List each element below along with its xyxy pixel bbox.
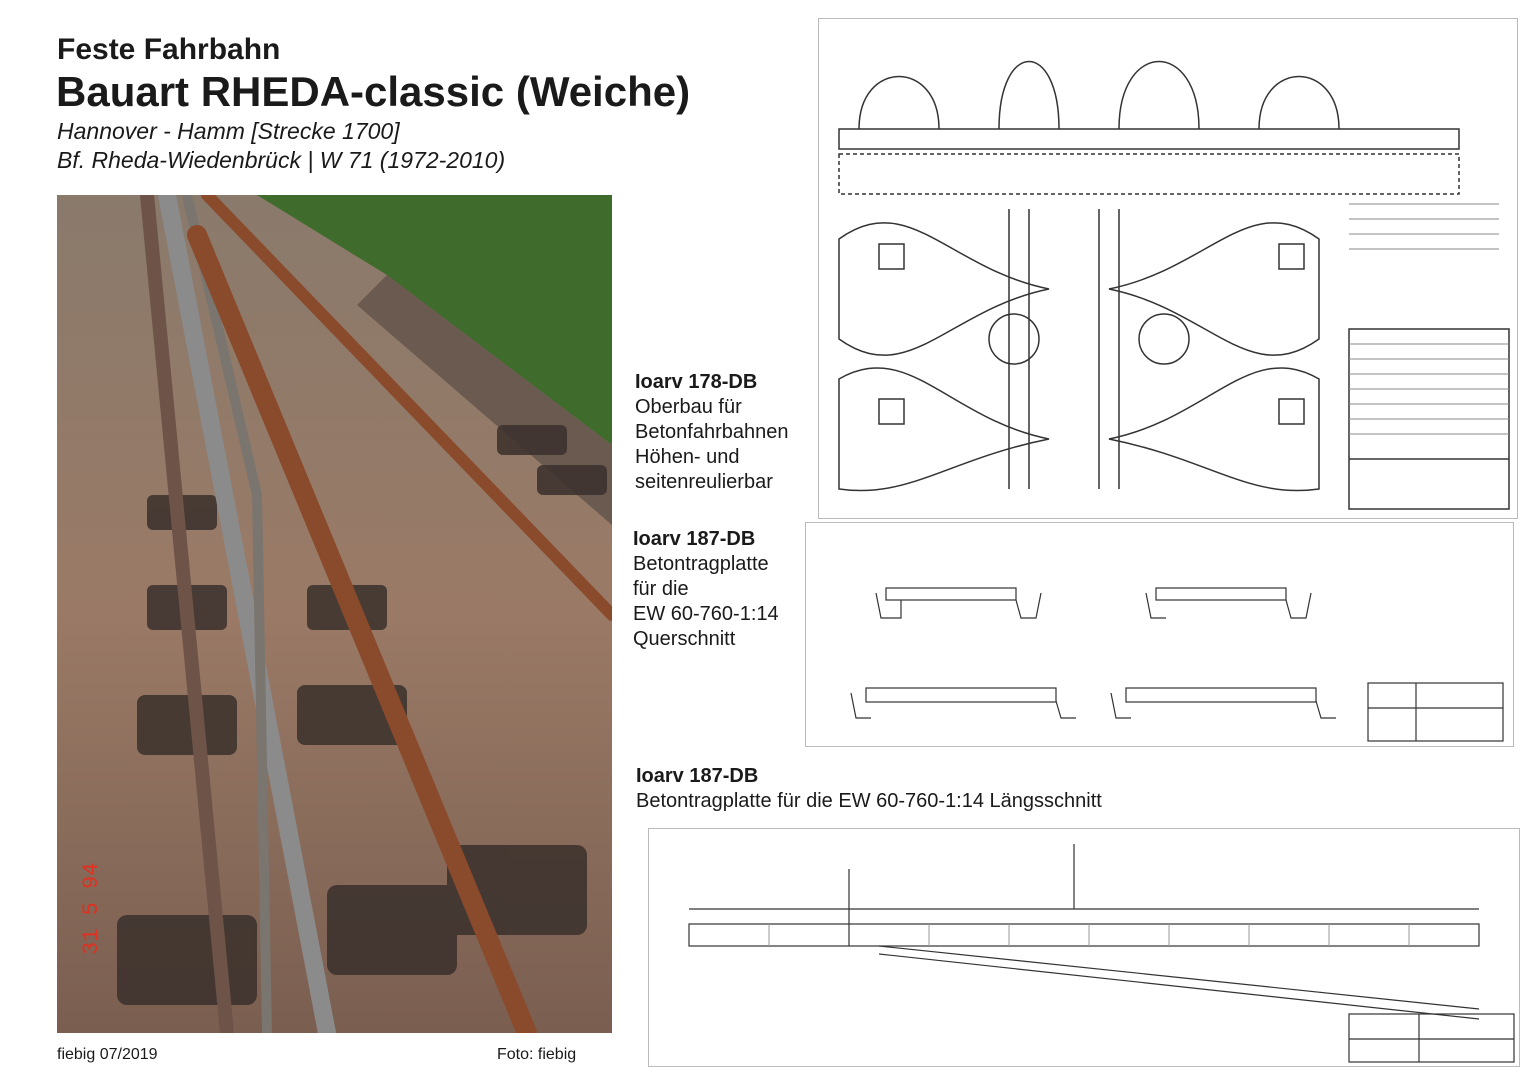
caption-line: für die — [633, 578, 689, 600]
date-stamp: 31 5 94 — [79, 863, 104, 955]
caption-line: Betontragplatte — [633, 553, 769, 575]
location: Bf. Rheda-Wiedenbrück | W 71 (1972-2010) — [57, 147, 506, 173]
drawing-ioarv-178 — [818, 18, 1518, 519]
caption-ioarv-178: Ioarv 178-DB Oberbau für Betonfahrbahnen… — [635, 370, 788, 495]
caption-line: EW 60-760-1:14 — [633, 603, 779, 625]
route: Hannover - Hamm [Strecke 1700] — [57, 118, 400, 144]
caption-line: Betonfahrbahnen — [635, 421, 789, 443]
caption-code: Ioarv 187-DB — [636, 765, 759, 787]
caption-code: Ioarv 178-DB — [635, 371, 758, 393]
kicker: Feste Fahrbahn — [57, 33, 281, 66]
drawing-ioarv-187-laengsschnitt — [648, 828, 1520, 1067]
track-photo: 31 5 94 — [57, 195, 612, 1033]
caption-code: Ioarv 187-DB — [633, 528, 756, 550]
author-credit: fiebig 07/2019 — [57, 1046, 158, 1063]
photo-credit: Foto: fiebig — [497, 1046, 577, 1063]
caption-line: seitenreulierbar — [635, 471, 773, 493]
drawing-ioarv-187-querschnitt — [805, 522, 1514, 747]
caption-line: Höhen- und — [635, 446, 740, 468]
caption-line: Betontragplatte für die EW 60-760-1:14 L… — [636, 790, 1102, 812]
caption-line: Querschnitt — [633, 628, 736, 650]
page-title: Bauart RHEDA-classic (Weiche) — [56, 68, 691, 115]
caption-ioarv-187-querschnitt: Ioarv 187-DB Betontragplatte für die EW … — [633, 527, 779, 652]
caption-line: Oberbau für — [635, 396, 742, 418]
caption-ioarv-187-laengsschnitt: Ioarv 187-DB Betontragplatte für die EW … — [636, 764, 1102, 814]
